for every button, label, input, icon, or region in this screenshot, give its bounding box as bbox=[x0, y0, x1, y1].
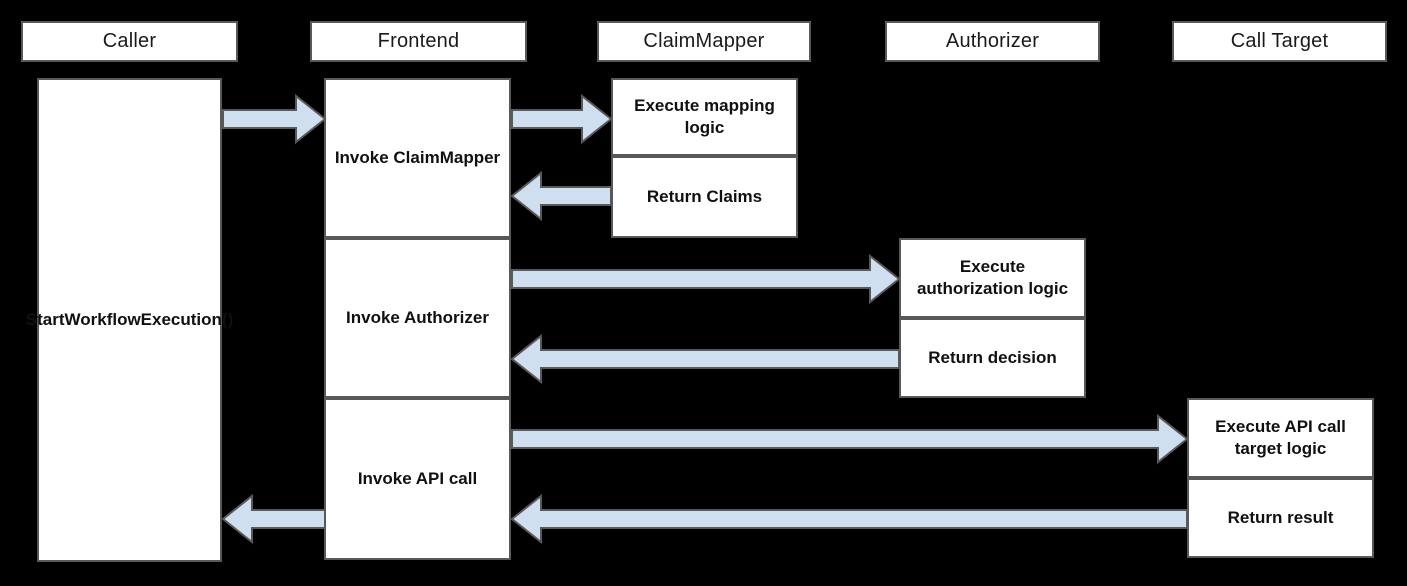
activity-claimmapper-return-claims-label: Return Claims bbox=[646, 187, 763, 207]
lane-header-calltarget: Call Target bbox=[1172, 21, 1387, 62]
activity-frontend-invoke-api-call: Invoke API call bbox=[324, 398, 511, 560]
message-arrow-claimmapper-to-frontend bbox=[510, 170, 612, 222]
message-arrow-frontend-to-authorizer bbox=[511, 253, 901, 305]
activity-authorizer-return-decision-label: Return decision bbox=[928, 348, 1057, 368]
message-arrow-frontend-to-claimmapper bbox=[511, 93, 613, 145]
activity-frontend-invoke-claimmapper-label: Invoke ClaimMapper bbox=[334, 148, 501, 168]
lane-header-caller-label: Caller bbox=[102, 30, 157, 52]
activity-calltarget-execute-api-call-target-logic-label: Execute API call target logic bbox=[1215, 417, 1346, 458]
activity-claimmapper-execute-mapping-logic-label: Execute mapping logic bbox=[634, 96, 775, 137]
lane-header-claimmapper: ClaimMapper bbox=[597, 21, 811, 62]
activity-caller-start-workflow-label: StartWorkflowExecution() bbox=[25, 310, 234, 330]
message-arrow-frontend-to-calltarget bbox=[511, 413, 1189, 465]
activity-calltarget-return-result-label: Return result bbox=[1227, 508, 1334, 528]
activity-claimmapper-return-claims: Return Claims bbox=[611, 156, 798, 238]
activity-calltarget-execute-api-call-target-logic: Execute API call target logic bbox=[1187, 398, 1374, 478]
activity-frontend-invoke-claimmapper: Invoke ClaimMapper bbox=[324, 78, 511, 238]
activity-frontend-invoke-authorizer-label: Invoke Authorizer bbox=[346, 308, 489, 328]
activity-frontend-invoke-api-call-label: Invoke API call bbox=[357, 469, 478, 489]
message-arrow-calltarget-to-frontend bbox=[510, 493, 1188, 545]
lane-header-calltarget-label: Call Target bbox=[1230, 30, 1329, 52]
lane-header-authorizer-label: Authorizer bbox=[945, 30, 1040, 52]
activity-claimmapper-execute-mapping-logic: Execute mapping logic bbox=[611, 78, 798, 156]
activity-authorizer-execute-authorization-logic-label: Execute authorization logic bbox=[916, 257, 1069, 298]
activity-authorizer-return-decision: Return decision bbox=[899, 318, 1086, 398]
activity-frontend-invoke-authorizer: Invoke Authorizer bbox=[324, 238, 511, 398]
message-arrow-caller-to-frontend bbox=[222, 93, 327, 145]
activity-calltarget-return-result: Return result bbox=[1187, 478, 1374, 558]
message-arrow-authorizer-to-frontend bbox=[510, 333, 900, 385]
activity-caller-start-workflow: StartWorkflowExecution() bbox=[26, 78, 233, 562]
lane-header-caller: Caller bbox=[21, 21, 238, 62]
lane-header-authorizer: Authorizer bbox=[885, 21, 1100, 62]
lane-header-claimmapper-label: ClaimMapper bbox=[643, 30, 765, 52]
activity-authorizer-execute-authorization-logic: Execute authorization logic bbox=[899, 238, 1086, 318]
lane-header-frontend: Frontend bbox=[310, 21, 527, 62]
message-arrow-frontend-to-caller bbox=[221, 493, 326, 545]
lane-header-frontend-label: Frontend bbox=[377, 30, 460, 52]
